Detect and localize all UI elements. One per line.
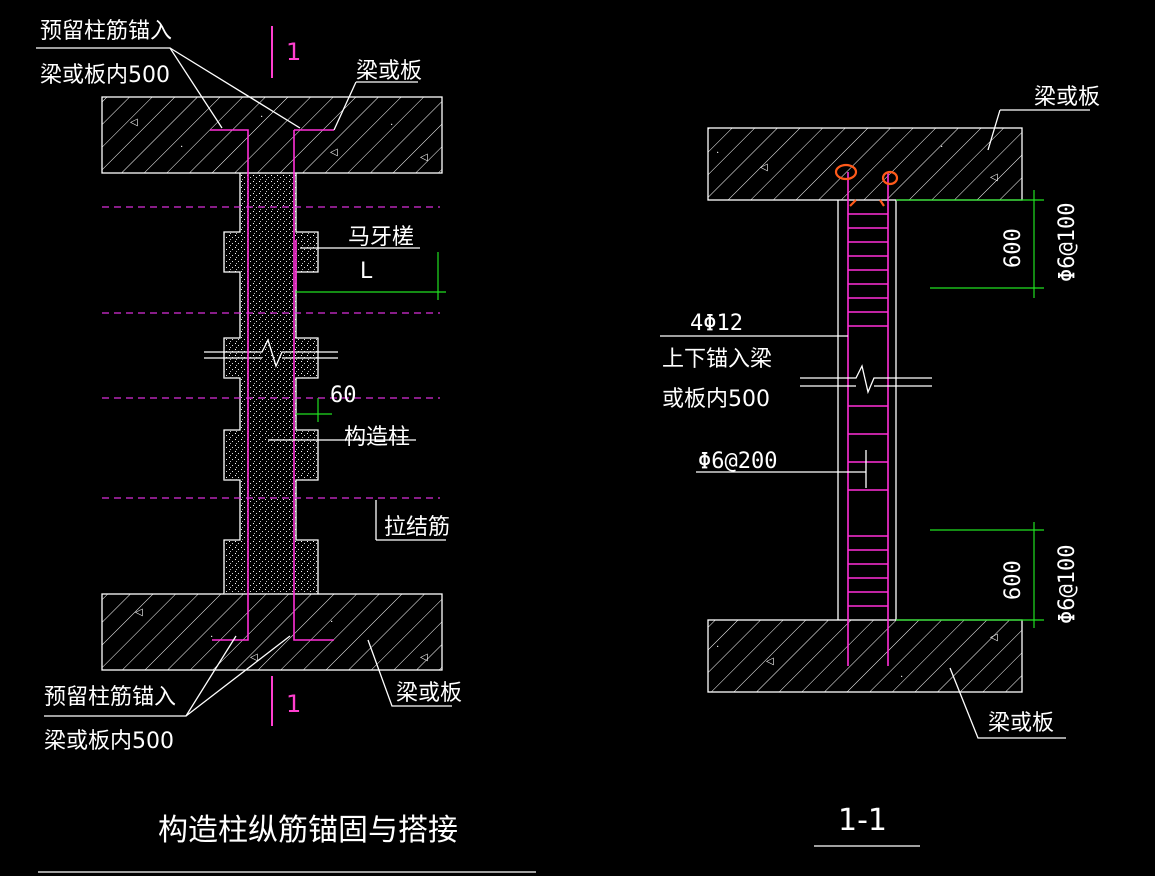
beam-bottom-label-left: 梁或板 xyxy=(396,681,462,706)
beam-bottom-label-right: 梁或板 xyxy=(988,711,1054,736)
structural-column-label: 构造柱 xyxy=(344,425,410,450)
svg-text:◁: ◁ xyxy=(990,172,998,183)
left-detail-drawing: ◁ · · ◁ · ◁ ◁ · · ◁ ◁ xyxy=(36,19,536,873)
section-column-walls xyxy=(837,200,897,620)
dims-right xyxy=(896,190,1044,628)
right-drawing-title: 1-1 xyxy=(838,803,887,838)
bottom-slab-left: ◁ · · ◁ ◁ xyxy=(101,593,443,671)
L-label: L xyxy=(360,259,373,284)
tie-bar-label: 拉结筋 xyxy=(384,515,450,540)
anchor-bottom-line2: 梁或板内500 xyxy=(44,729,174,754)
left-drawing-title: 构造柱纵筋锚固与搭接 xyxy=(158,813,458,848)
dim-600-bottom-label: 600 xyxy=(1001,560,1026,600)
tie-bar-lines xyxy=(102,206,440,499)
svg-text:·: · xyxy=(330,617,333,628)
main-bars-label: 4Φ12 xyxy=(690,311,743,336)
svg-text:◁: ◁ xyxy=(760,162,768,173)
section-mark-bottom: 1 xyxy=(271,676,301,726)
svg-text:◁: ◁ xyxy=(250,652,258,663)
svg-text:·: · xyxy=(180,142,183,153)
leader-lines-left xyxy=(36,47,452,717)
beam-top-label-right: 梁或板 xyxy=(1034,85,1100,110)
svg-text:·: · xyxy=(210,632,213,643)
anchor-top-line1: 预留柱筋锚入 xyxy=(40,19,172,44)
break-line-left xyxy=(204,338,338,368)
stirrup-mid-label: Φ6@200 xyxy=(698,449,777,474)
dim-600-top-label: 600 xyxy=(1001,228,1026,268)
svg-text:·: · xyxy=(716,148,719,159)
stirrup-bottom-label: Φ6@100 xyxy=(1055,545,1080,624)
break-line-right xyxy=(800,364,932,395)
stirrup-top-label: Φ6@100 xyxy=(1055,203,1080,282)
svg-text:·: · xyxy=(260,112,263,123)
svg-text:◁: ◁ xyxy=(130,117,138,128)
horse-tooth-label: 马牙槎 xyxy=(348,225,414,250)
leader-lines-right xyxy=(660,109,1090,739)
svg-text:·: · xyxy=(940,142,943,153)
dim-60-label: 60 xyxy=(330,383,357,408)
anchor-top-line2: 梁或板内500 xyxy=(40,63,170,88)
svg-text:◁: ◁ xyxy=(420,652,428,663)
svg-text:◁: ◁ xyxy=(766,656,774,667)
anchor-right-line1: 上下锚入梁 xyxy=(662,347,772,372)
section-rebar xyxy=(847,172,889,666)
svg-text:◁: ◁ xyxy=(420,152,428,163)
top-slab-left: ◁ · · ◁ · ◁ xyxy=(101,96,443,174)
anchor-bottom-line1: 预留柱筋锚入 xyxy=(44,685,176,710)
top-slab-right: · ◁ · ◁ xyxy=(707,127,1023,201)
section-mark-top-text: 1 xyxy=(286,38,301,66)
anchor-right-line2: 或板内500 xyxy=(662,387,770,412)
svg-text:◁: ◁ xyxy=(990,632,998,643)
svg-text:·: · xyxy=(390,120,393,131)
dims-left xyxy=(296,252,446,422)
section-mark-bottom-text: 1 xyxy=(286,690,301,718)
structural-column-body xyxy=(223,173,319,594)
right-section-drawing: · ◁ · ◁ · ◁ · ◁ xyxy=(660,85,1100,847)
beam-top-label-left: 梁或板 xyxy=(356,59,422,84)
section-mark-top: 1 xyxy=(271,26,301,78)
svg-text:·: · xyxy=(900,672,903,683)
svg-text:·: · xyxy=(716,642,719,653)
bottom-slab-right: · ◁ · ◁ xyxy=(707,619,1023,693)
rebar-highlight-marks xyxy=(834,163,899,207)
svg-text:◁: ◁ xyxy=(135,607,143,618)
svg-text:◁: ◁ xyxy=(330,147,338,158)
